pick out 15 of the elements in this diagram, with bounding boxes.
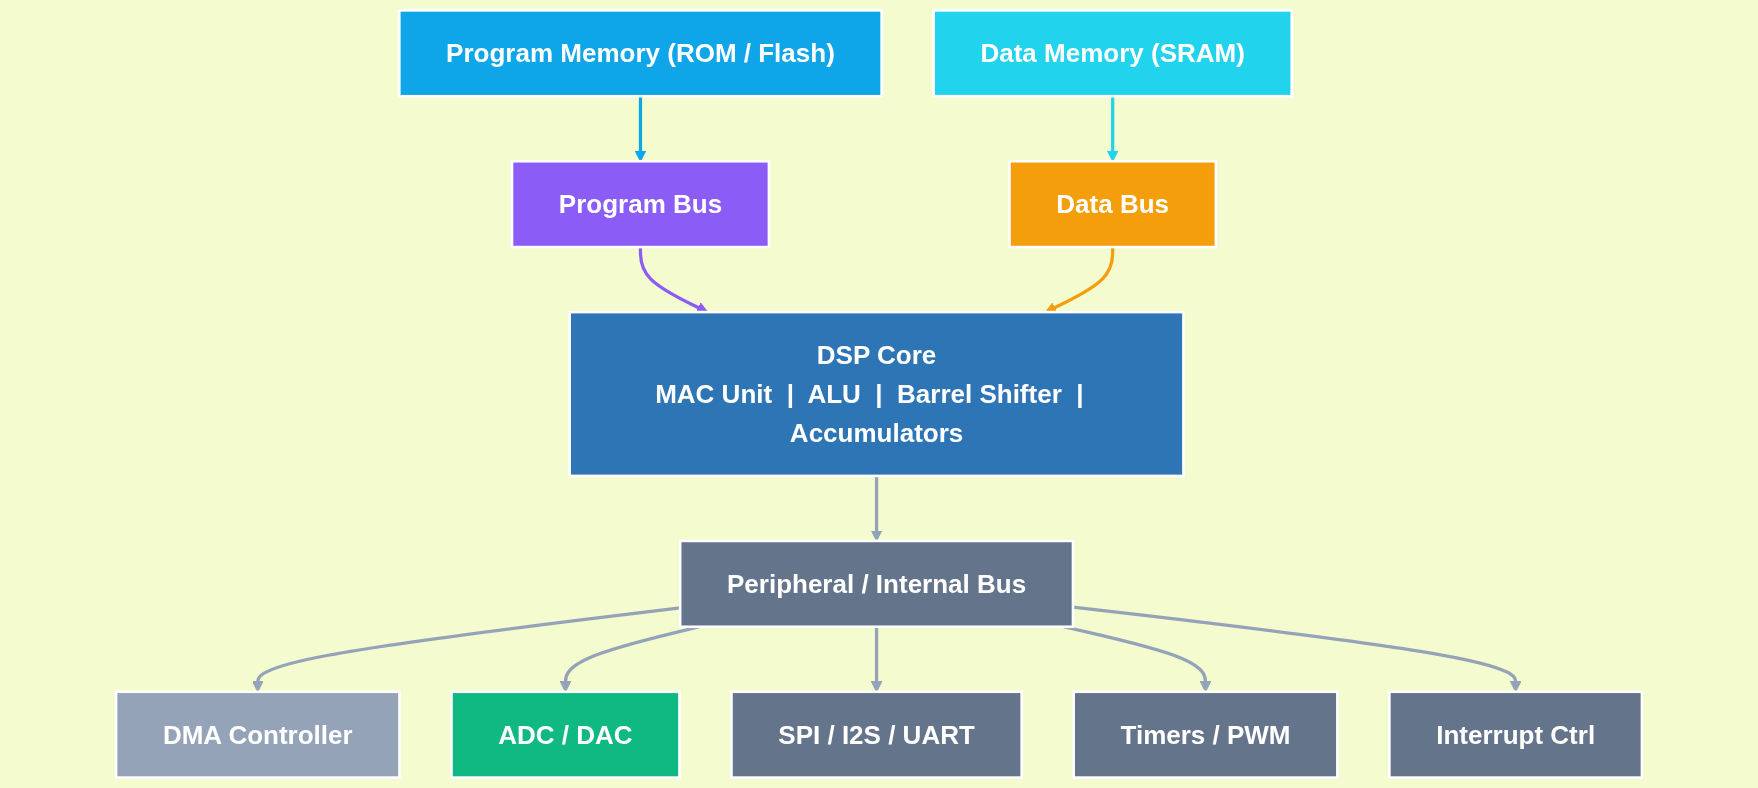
node-box: Program Bus xyxy=(510,159,771,249)
node-box: DMA Controller xyxy=(114,690,401,779)
arrow xyxy=(638,247,709,313)
arrow xyxy=(634,96,647,162)
node-box: Data Bus xyxy=(1008,159,1218,249)
node-box: ADC / DAC xyxy=(450,690,681,779)
node-box: Peripheral / Internal Bus xyxy=(678,539,1075,629)
node-box: Interrupt Ctrl xyxy=(1388,690,1644,779)
arrow xyxy=(1106,96,1119,162)
node-box: SPI / I2S / UART xyxy=(730,690,1023,779)
arrow xyxy=(1045,247,1115,313)
node-box: DSP Core MAC Unit | ALU | Barrel Shifter | Accumulators xyxy=(568,310,1185,478)
node-box: Timers / PWM xyxy=(1072,690,1339,779)
node-box: Program Memory (ROM / Flash) xyxy=(398,9,883,98)
node-box: Data Memory (SRAM) xyxy=(932,9,1293,98)
